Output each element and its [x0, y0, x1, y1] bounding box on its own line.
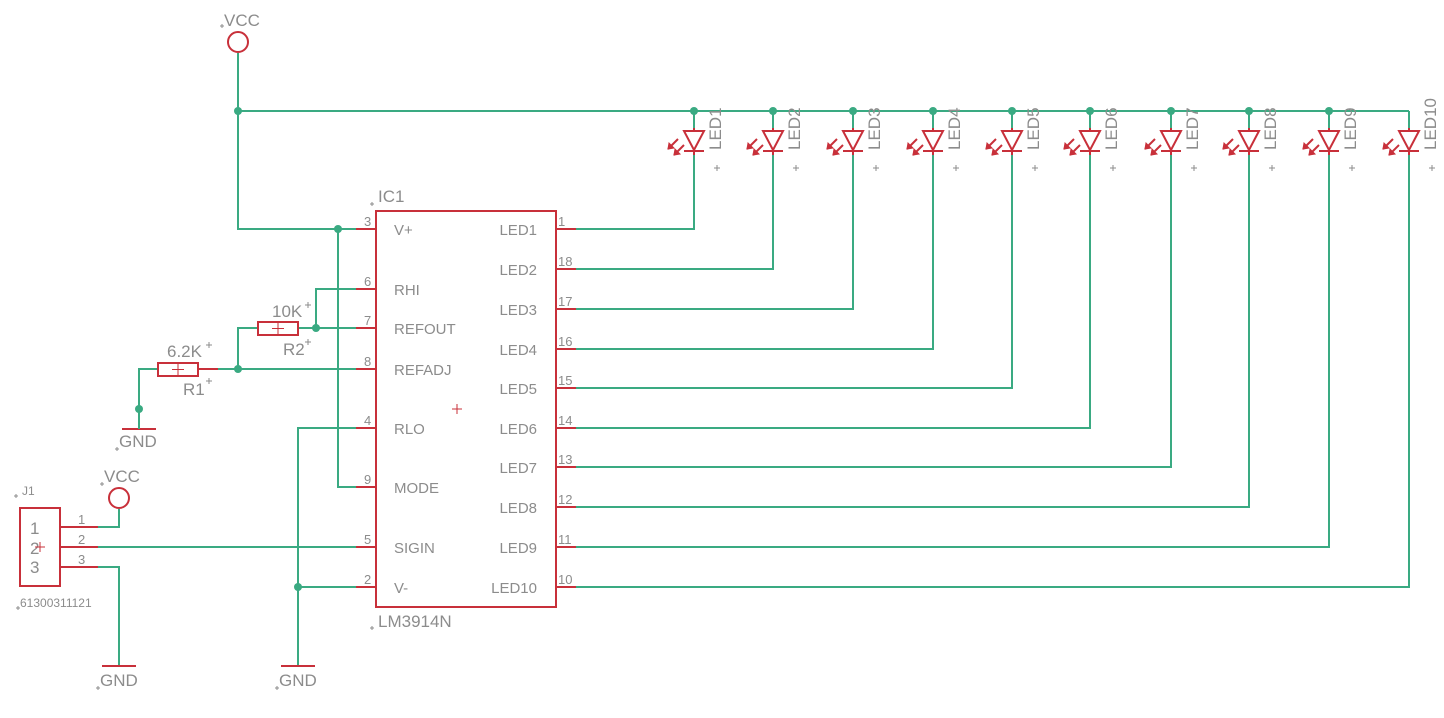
ic-pin-name-rhi: RHI	[394, 282, 420, 299]
j1-value: 61300311121	[20, 596, 92, 610]
ic-pin-name-mode: MODE	[394, 480, 439, 497]
vcc-top-label: VCC	[224, 11, 260, 30]
ic-pin-num-9: 9	[364, 472, 371, 487]
led-3: LED3	[826, 107, 884, 171]
gnd-symbol-ic: GND	[275, 665, 317, 690]
gnd-conn-label: GND	[100, 671, 138, 690]
led-1: LED1	[667, 107, 725, 171]
led-array: LED1 LED2 LED3 LED4 LED5 LED6 LED7 LED8 LED9 LED1…	[667, 98, 1440, 171]
ic-pin-name-sigin: SIGIN	[394, 540, 435, 557]
ic-pin-name-led6: LED6	[499, 421, 537, 438]
led-5: LED5	[985, 107, 1043, 171]
r2-value: 10K	[272, 302, 303, 321]
ic-pin-name-led4: LED4	[499, 342, 537, 359]
ic-pin-num-13: 13	[558, 452, 572, 467]
ic-pin-name-led9: LED9	[499, 540, 537, 557]
ic1-lm3914: IC1 LM3914N 3 V+ 6 RHI 7 REFOUT 8 REFADJ…	[356, 187, 576, 631]
led-10: LED10	[1382, 98, 1440, 171]
gnd-r1-label: GND	[119, 432, 157, 451]
ic-pin-num-3: 3	[364, 214, 371, 229]
ic1-name: IC1	[378, 187, 404, 206]
j1-pin-2-num: 2	[78, 532, 85, 547]
ic-pin-num-12: 12	[558, 492, 572, 507]
ic-pin-num-15: 15	[558, 373, 572, 388]
led-2: LED2	[746, 107, 804, 171]
ic-pin-name-led1: LED1	[499, 222, 537, 239]
ic-pin-name-led8: LED8	[499, 500, 537, 517]
led-6: LED6	[1063, 107, 1121, 171]
ic1-value: LM3914N	[378, 612, 452, 631]
led-label-8: LED8	[1261, 107, 1280, 150]
led-9: LED9	[1302, 107, 1360, 171]
ic-pin-name-refadj: REFADJ	[394, 362, 452, 379]
ic-pin-name-refout: REFOUT	[394, 321, 456, 338]
led-7: LED7	[1144, 107, 1202, 171]
ic-pin-num-17: 17	[558, 294, 572, 309]
ic-pin-name-led3: LED3	[499, 302, 537, 319]
resistor-r2: 10K R2	[257, 302, 311, 359]
ic-pin-name-vminus: V-	[394, 580, 408, 597]
ic-pin-name-rlo: RLO	[394, 421, 425, 438]
ic-pin-num-2: 2	[364, 572, 371, 587]
wires	[60, 53, 1410, 665]
resistor-r1: 6.2K R1	[157, 342, 218, 399]
ic-pin-num-11: 11	[558, 532, 572, 547]
led-8: LED8	[1222, 107, 1280, 171]
vcc-conn-label: VCC	[104, 467, 140, 486]
ic-pin-num-6: 6	[364, 274, 371, 289]
ic-pin-name-led7: LED7	[499, 460, 537, 477]
r1-value: 6.2K	[167, 342, 203, 361]
ic-pin-num-8: 8	[364, 354, 371, 369]
r2-name: R2	[283, 340, 305, 359]
j1-pin-3-inner: 3	[30, 558, 39, 577]
r1-name: R1	[183, 380, 205, 399]
ic-pin-num-18: 18	[558, 254, 572, 269]
led-label-7: LED7	[1183, 107, 1202, 150]
j1-pin-3-num: 3	[78, 552, 85, 567]
gnd-ic-label: GND	[279, 671, 317, 690]
j1-pin-2-inner: 2	[30, 539, 39, 558]
connector-j1: 1 2 3 1 2 3 J1 61300311121	[14, 484, 98, 610]
j1-pin-1-num: 1	[78, 512, 85, 527]
ic-pin-num-7: 7	[364, 313, 371, 328]
ic-pin-name-vplus: V+	[394, 222, 413, 239]
ic-pin-name-led10: LED10	[491, 580, 537, 597]
led-label-5: LED5	[1024, 107, 1043, 150]
ic-pin-num-4: 4	[364, 413, 371, 428]
led-label-2: LED2	[785, 107, 804, 150]
led-label-9: LED9	[1341, 107, 1360, 150]
ic-pin-num-5: 5	[364, 532, 371, 547]
gnd-symbol-r1: GND	[115, 409, 157, 451]
ic-pin-num-16: 16	[558, 334, 572, 349]
vcc-symbol-top: VCC	[220, 11, 260, 53]
led-label-4: LED4	[945, 107, 964, 150]
j1-pin-1-inner: 1	[30, 519, 39, 538]
led-label-6: LED6	[1102, 107, 1121, 150]
led-label-3: LED3	[865, 107, 884, 150]
led-label-1: LED1	[706, 107, 725, 150]
ic-pin-num-10: 10	[558, 572, 572, 587]
led-label-10: LED10	[1421, 98, 1440, 150]
vcc-symbol-connector: VCC	[100, 467, 140, 509]
ic-pin-name-led5: LED5	[499, 381, 537, 398]
ic-pin-num-1: 1	[558, 214, 565, 229]
ic-pin-num-14: 14	[558, 413, 572, 428]
ic-pin-name-led2: LED2	[499, 262, 537, 279]
j1-name: J1	[22, 484, 35, 498]
gnd-symbol-connector: GND	[96, 665, 138, 690]
led-4: LED4	[906, 107, 964, 171]
